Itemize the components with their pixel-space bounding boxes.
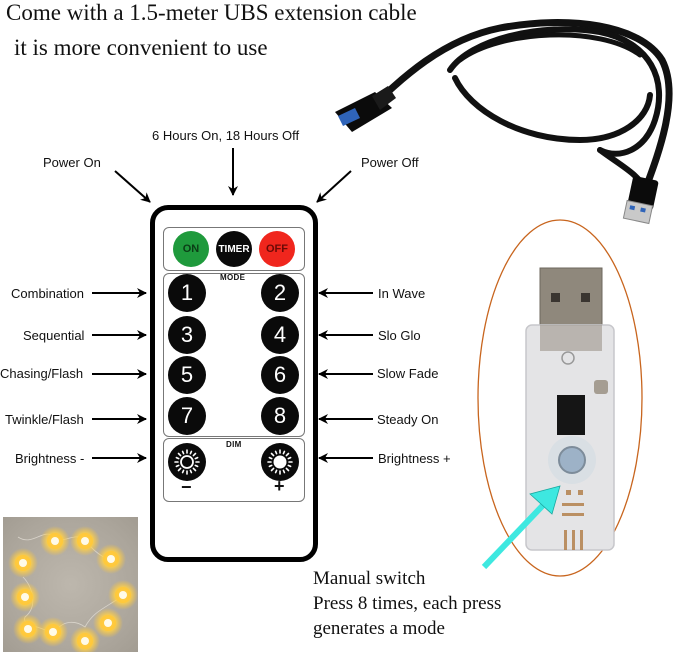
on-button[interactable]: ON [173,231,209,267]
bulb-highlight [81,637,89,645]
mode-4-button[interactable]: 4 [261,316,299,354]
mode-8-button[interactable]: 8 [261,397,299,435]
remote-control: ON TIMER OFF MODE 1 2 3 4 5 6 7 8 DIM [150,205,318,562]
bulb-highlight [24,625,32,633]
mode-1-number: 1 [180,280,194,305]
mode-6-label: Slow Fade [377,366,439,381]
bulb-highlight [119,591,127,599]
timer-button-label: TIMER [218,243,250,255]
mode-3-number: 3 [180,322,194,347]
mode-6-button[interactable]: 6 [261,356,299,394]
mode-4-number: 4 [273,322,287,347]
cyan-pointer-arrow [481,485,561,570]
manual-switch-text: Manual switch Press 8 times, each press … [313,566,501,641]
mode-panel: MODE 1 2 3 4 5 6 7 8 [163,273,305,437]
mode-6-number: 6 [273,362,287,387]
mode-1-label: Combination [11,286,84,301]
mode-2-number: 2 [273,280,287,305]
plus-sign: + [274,476,285,496]
off-button[interactable]: OFF [259,231,295,267]
mode-title: MODE [220,273,246,282]
female-usb-connector [335,86,396,132]
power-off-arrow [316,170,352,203]
brightness-down-button[interactable] [168,443,206,481]
mode-5-label: Chasing/Flash [0,366,84,381]
fairy-lights-photo [3,517,138,656]
bulb-highlight [19,559,27,567]
male-usb-connector [622,176,659,225]
bulb-highlight [49,628,57,636]
mode-7-label: Twinkle/Flash [5,412,84,427]
bulb-highlight [104,619,112,627]
brightness-minus-label: Brightness - [15,451,85,466]
mode-3-label: Sequential [23,328,85,343]
dim-title: DIM [226,440,242,449]
mode-4-label: Slo Glo [378,328,421,343]
fairy-lights-graphic [8,526,138,656]
switch-ring [548,436,596,484]
mode-5-button[interactable]: 5 [168,356,206,394]
manual-switch-line-1: Manual switch [313,568,426,589]
manual-switch-line-2: Press 8 times, each press [313,593,502,614]
timer-label: 6 Hours On, 18 Hours Off [152,128,300,143]
mode-8-number: 8 [273,403,287,428]
power-on-arrow [114,170,151,203]
brightness-plus-label: Brightness + [378,451,451,466]
mode-2-button[interactable]: 2 [261,274,299,312]
sun-filled-icon [267,449,293,475]
on-button-label: ON [182,243,200,255]
bulb-highlight [107,555,115,563]
mode-1-button[interactable]: 1 [168,274,206,312]
sun-outline-icon [174,449,200,475]
usb-body [525,324,615,551]
dim-panel: DIM [163,438,305,502]
mode-8-label: Steady On [377,412,439,427]
bulb-highlight [81,537,89,545]
bulb-highlight [51,537,59,545]
power-on-label: Power On [43,155,101,170]
power-off-label: Power Off [361,155,419,170]
minus-sign: − [181,477,192,497]
header-line-1: Come with a 1.5-meter UBS extension cabl… [6,0,417,25]
bulb-highlight [21,593,29,601]
mode-7-button[interactable]: 7 [168,397,206,435]
timer-button[interactable]: TIMER [216,231,252,267]
callout-ellipse [477,219,643,577]
mode-5-number: 5 [180,362,194,387]
brightness-up-button[interactable] [261,443,299,481]
mode-2-label: In Wave [378,286,426,301]
off-button-label: OFF [266,243,288,255]
mode-7-number: 7 [180,403,194,428]
chip [557,395,585,435]
mode-3-button[interactable]: 3 [168,316,206,354]
header-line-2: it is more convenient to use [14,35,268,60]
power-panel: ON TIMER OFF [163,227,305,271]
manual-switch-line-3: generates a mode [313,618,445,639]
usb-plug [539,267,603,341]
manual-switch-button [558,446,586,474]
